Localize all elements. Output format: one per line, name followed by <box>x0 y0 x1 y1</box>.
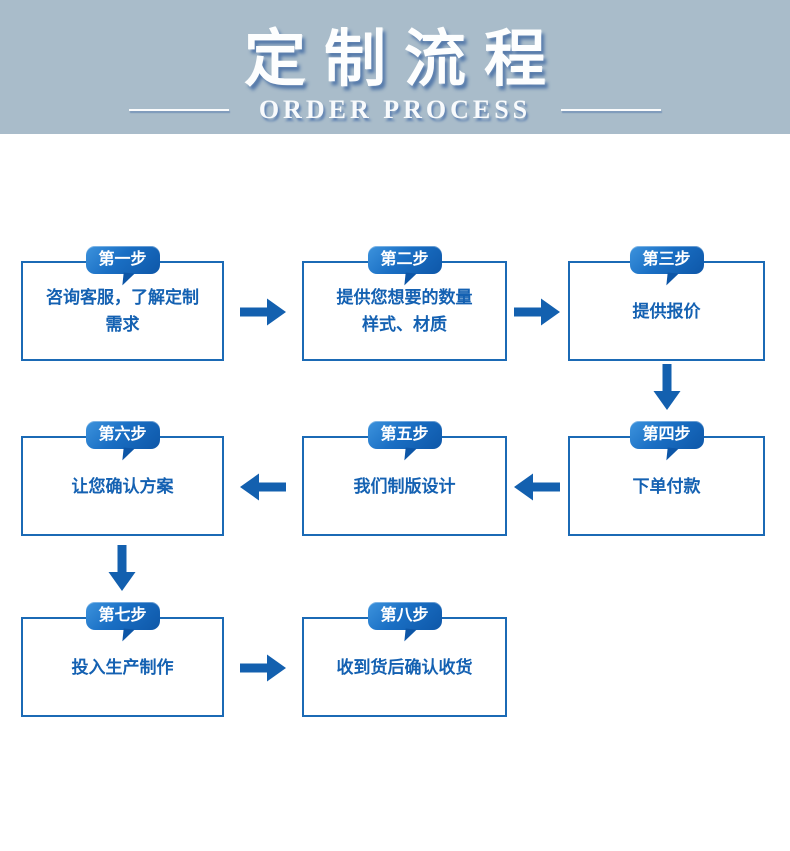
step-box-1: 第一步 咨询客服，了解定制 需求 <box>21 246 224 361</box>
step-tab-8: 第八步 <box>367 602 442 630</box>
step-box-3: 第三步 提供报价 <box>568 246 765 361</box>
arrow-right-icon <box>240 298 286 326</box>
page-title: 定制流程 <box>243 25 564 94</box>
arrow-down-icon <box>108 545 136 591</box>
arrow-right-icon <box>514 298 560 326</box>
step-tab-2: 第二步 <box>367 246 442 274</box>
page-subtitle: ORDER PROCESS <box>258 95 532 124</box>
step-text-6: 让您确认方案 <box>71 476 174 496</box>
step-text-1: 咨询客服，了解定制 需求 <box>46 288 199 334</box>
step-text-8: 收到货后确认收货 <box>336 657 473 677</box>
step-text-7: 投入生产制作 <box>71 657 174 677</box>
step-box-7: 第七步 投入生产制作 <box>21 602 224 717</box>
step-tab-3: 第三步 <box>629 246 704 274</box>
header-banner: 定制流程 ORDER PROCESS <box>0 0 790 134</box>
step-box-2: 第二步 提供您想要的数量 样式、材质 <box>302 246 507 361</box>
step-tab-5: 第五步 <box>367 421 442 449</box>
arrow-down-icon <box>653 364 681 410</box>
subtitle-line-left <box>128 109 229 111</box>
step-box-4: 第四步 下单付款 <box>568 421 765 536</box>
step-text-3: 提供报价 <box>632 301 701 321</box>
step-text-4: 下单付款 <box>632 476 701 496</box>
step-box-5: 第五步 我们制版设计 <box>302 421 507 536</box>
step-text-2: 提供您想要的数量 样式、材质 <box>336 288 473 334</box>
step-text-5: 我们制版设计 <box>353 476 456 496</box>
step-box-6: 第六步 让您确认方案 <box>21 421 224 536</box>
step-box-8: 第八步 收到货后确认收货 <box>302 602 507 717</box>
step-tab-4: 第四步 <box>629 421 704 449</box>
arrow-left-icon <box>240 473 286 501</box>
step-tab-1: 第一步 <box>85 246 160 274</box>
step-tab-6: 第六步 <box>85 421 160 449</box>
step-tab-7: 第七步 <box>85 602 160 630</box>
arrow-left-icon <box>514 473 560 501</box>
header-subtitle-row: ORDER PROCESS <box>0 94 790 126</box>
subtitle-line-right <box>561 109 662 111</box>
arrow-right-icon <box>240 654 286 682</box>
